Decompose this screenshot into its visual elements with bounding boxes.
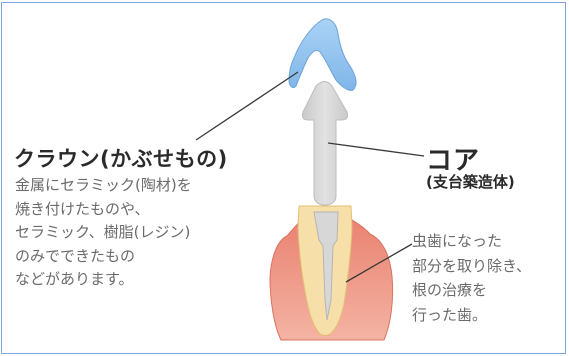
core-subtitle: (支台築造体): [426, 173, 515, 191]
crown-description: 金属にセラミック(陶材)を 焼き付けたものや、 セラミック、樹脂(レジン) のみ…: [15, 176, 192, 288]
tooth-description: 虫歯になった 部分を取り除き、 根の治療を 行った歯。: [412, 232, 531, 324]
crown-shape: [288, 18, 357, 91]
tooth-leader-line: [345, 243, 413, 283]
core-leader-line: [327, 142, 425, 157]
core-shape: [301, 81, 349, 206]
crown-title: クラウン(かぶせもの): [14, 147, 228, 171]
core-post-in-tooth: [313, 211, 339, 321]
crown-leader-line: [195, 71, 299, 141]
core-title: コア: [426, 146, 481, 176]
